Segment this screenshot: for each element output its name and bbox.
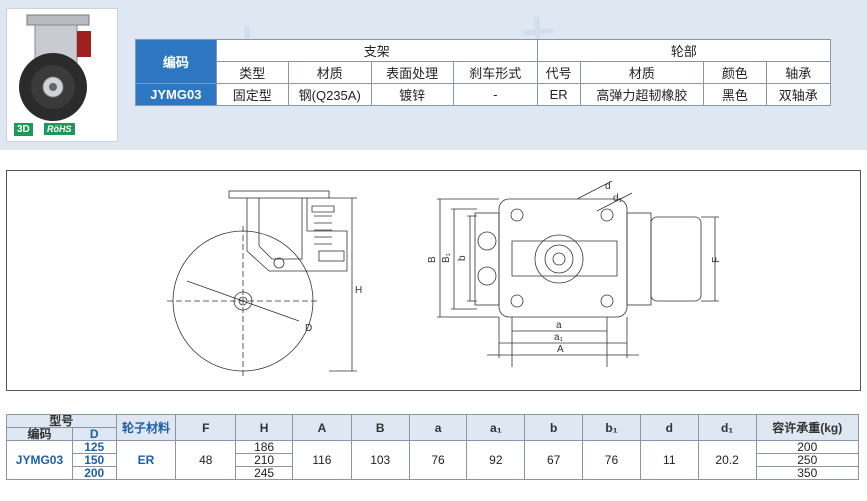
technical-drawing: H D B B₁ b [6, 170, 861, 391]
spec-code-header: 编码 [135, 39, 217, 84]
sub-header-surface: 表面处理 [370, 61, 454, 84]
b1-value: 76 [582, 440, 641, 480]
bracket-header: 支架 [215, 39, 538, 62]
load-header: 容许承重(kg) [755, 414, 859, 441]
spec-table: 编码 支架 轮部 类型 材质 表面处理 刹车形式 代号 材质 颜色 轴承 JYM… [135, 39, 832, 106]
dim-label-b: b [457, 255, 468, 261]
dim-label-d1: d₁ [613, 193, 623, 204]
col-header-b1: b₁ [582, 414, 641, 441]
col-header-a: a [408, 414, 468, 441]
dim-label-a-total: A [557, 344, 564, 355]
dimension-table: 型号 轮子材料 F H A B a a₁ b b₁ d d₁ 容许承重(kg) … [6, 414, 859, 480]
col-header-a1: a₁ [466, 414, 526, 441]
a-value: 76 [408, 440, 468, 480]
code-header: 编码 [6, 427, 73, 441]
col-header-a-total: A [291, 414, 352, 441]
dim-label-a: a [556, 320, 562, 331]
sub-header-wheel-material: 材质 [579, 61, 705, 84]
sub-header-material: 材质 [287, 61, 372, 84]
sub-header-type: 类型 [215, 61, 289, 84]
caster-photo-icon [19, 14, 91, 121]
d-value: 150 [71, 453, 117, 467]
d1-value: 20.2 [697, 440, 757, 480]
b-value: 67 [524, 440, 584, 480]
model-header: 型号 [6, 414, 117, 428]
load-value: 200 [755, 440, 859, 454]
col-header-b: b [524, 414, 584, 441]
sub-header-color: 颜色 [703, 61, 767, 84]
top-view-labels: B B₁ b F a a₁ A d d₁ [427, 181, 722, 355]
h-value: 186 [235, 440, 293, 454]
side-view-labels: H D [305, 285, 362, 334]
spec-cell: ER [536, 83, 581, 106]
d-header: D [71, 427, 117, 441]
sub-header-bearing: 轴承 [765, 61, 832, 84]
sub-header-brake: 刹车形式 [452, 61, 538, 84]
dim-label-d-hole: d [605, 181, 611, 192]
spec-cell: 固定型 [215, 83, 289, 106]
col-header-h: H [235, 414, 293, 441]
col-header-b-upper: B [350, 414, 410, 441]
spec-model-code: JYMG03 [135, 83, 217, 106]
dim-label-f: F [711, 257, 722, 263]
load-value: 350 [755, 466, 859, 480]
drawing-svg: H D B B₁ b [167, 180, 722, 376]
f-value: 48 [175, 440, 237, 480]
spec-cell: 高弹力超韧橡胶 [579, 83, 705, 106]
sub-header-wheel-code: 代号 [536, 61, 581, 84]
dim-label-h: H [355, 285, 362, 296]
spec-cell: - [452, 83, 538, 106]
wheel-material-value: ER [115, 440, 177, 480]
spec-cell: 双轴承 [765, 83, 832, 106]
b-upper-value: 103 [350, 440, 410, 480]
col-header-f: F [175, 414, 237, 441]
spec-cell: 黑色 [703, 83, 767, 106]
col-header-d: d [639, 414, 699, 441]
badge-3d: 3D [14, 123, 33, 136]
dim-label-b1: B₁ [441, 252, 452, 263]
table-code: JYMG03 [6, 440, 73, 480]
wheel-material-header: 轮子材料 [115, 414, 177, 441]
top-view [437, 180, 719, 367]
a-total-value: 116 [291, 440, 352, 480]
spec-cell: 镀锌 [370, 83, 454, 106]
h-value: 210 [235, 453, 293, 467]
load-value: 250 [755, 453, 859, 467]
wheel-header: 轮部 [536, 39, 832, 62]
h-value: 245 [235, 466, 293, 480]
col-header-d1: d₁ [697, 414, 757, 441]
dim-label-a1: a₁ [554, 332, 564, 343]
product-photo [6, 8, 118, 142]
badge-rohs: RöHS [44, 123, 75, 135]
dim-label-b-upper: B [427, 256, 438, 263]
dim-label-d: D [305, 323, 312, 334]
d-value: 125 [71, 440, 117, 454]
spec-cell: 钢(Q235A) [287, 83, 372, 106]
d-hole-value: 11 [639, 440, 699, 480]
side-view [167, 190, 357, 376]
d-value: 200 [71, 466, 117, 480]
a1-value: 92 [466, 440, 526, 480]
